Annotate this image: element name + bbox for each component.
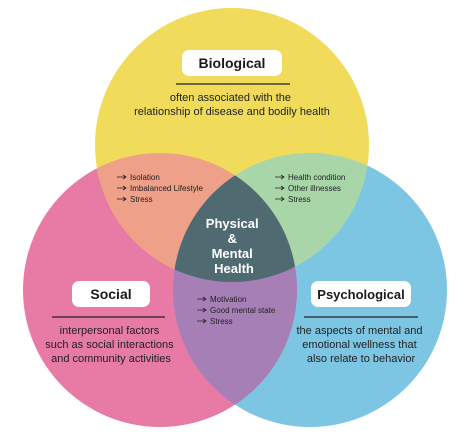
social-title: Social (90, 286, 131, 302)
list-item: Motivation (197, 295, 246, 304)
list-item: Isolation (117, 173, 160, 182)
list-item: Imbalanced Lifestyle (117, 184, 203, 193)
svg-text:Imbalanced Lifestyle: Imbalanced Lifestyle (130, 184, 203, 193)
svg-text:Isolation: Isolation (130, 173, 160, 182)
social-description: interpersonal factors such as social int… (45, 325, 176, 365)
arrow-right-icon (197, 296, 207, 302)
arrow-right-icon (275, 185, 285, 191)
center-label: Physical & Mental Health (206, 216, 262, 276)
arrow-right-icon (117, 174, 127, 180)
psychological-title: Psychological (317, 287, 404, 302)
biological-title: Biological (199, 55, 266, 71)
arrow-right-icon (275, 196, 285, 202)
list-item: Good mental state (197, 306, 276, 315)
social-label-box (72, 281, 150, 307)
arrow-right-icon (117, 185, 127, 191)
psychological-description: the aspects of mental and emotional well… (296, 325, 425, 365)
svg-text:Stress: Stress (130, 195, 153, 204)
biological-social-list: Isolation Imbalanced Lifestyle Stress (117, 173, 203, 204)
arrow-right-icon (275, 174, 285, 180)
arrow-right-icon (197, 318, 207, 324)
list-item: Health condition (275, 173, 345, 182)
svg-text:Motivation: Motivation (210, 295, 246, 304)
svg-text:Other illnesses: Other illnesses (288, 184, 341, 193)
svg-text:Health condition: Health condition (288, 173, 345, 182)
arrow-right-icon (197, 307, 207, 313)
svg-text:Stress: Stress (288, 195, 311, 204)
biological-label-box (182, 50, 282, 76)
biological-psychological-list: Health condition Other illnesses Stress (275, 173, 345, 204)
psychological-label-box (311, 281, 411, 307)
svg-text:Stress: Stress (210, 317, 233, 326)
social-psychological-list: Motivation Good mental state Stress (197, 295, 276, 326)
svg-text:Good mental state: Good mental state (210, 306, 276, 315)
list-item: Stress (117, 195, 153, 204)
biological-description: often associated with the relationship o… (134, 92, 330, 118)
center-overlap (173, 153, 297, 282)
list-item: Stress (197, 317, 233, 326)
list-item: Other illnesses (275, 184, 341, 193)
list-item: Stress (275, 195, 311, 204)
arrow-right-icon (117, 196, 127, 202)
